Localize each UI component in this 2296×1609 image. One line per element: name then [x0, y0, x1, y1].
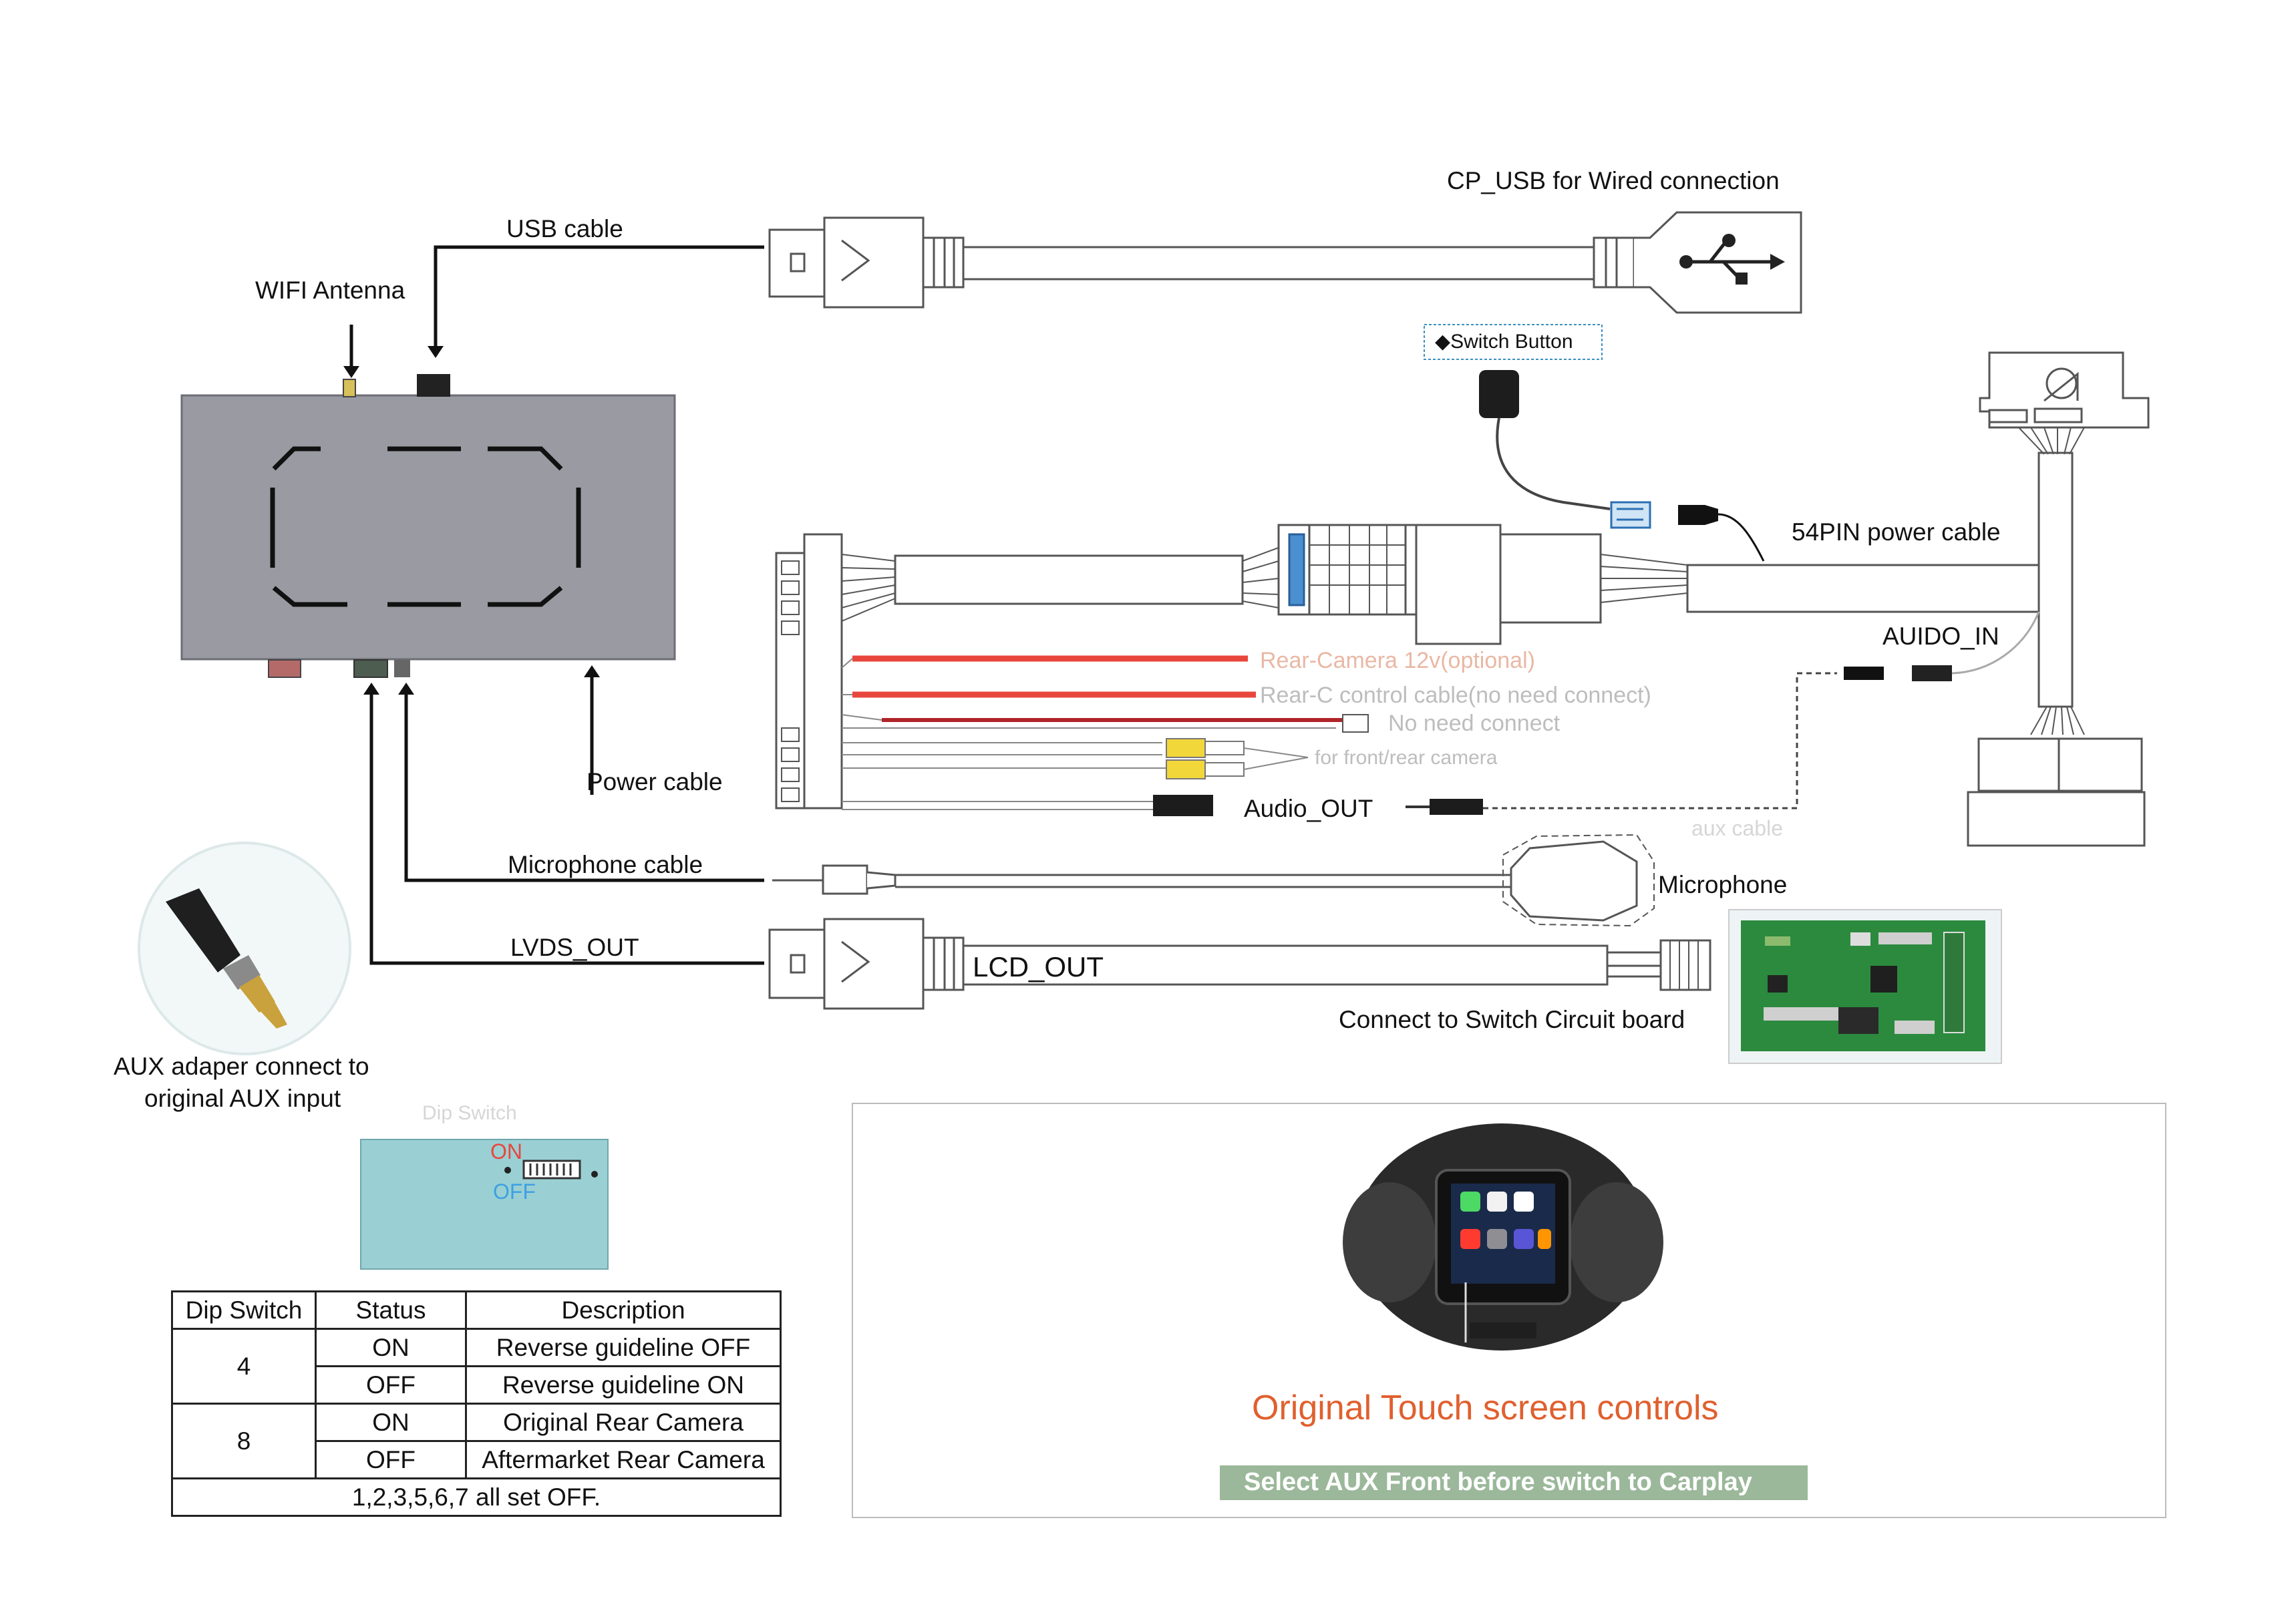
aux-adapter-image [138, 842, 351, 1055]
lvds-port [353, 659, 388, 678]
lcd-out-label: LCD_OUT [973, 951, 1104, 982]
cp-usb-label: CP_USB for Wired connection [1447, 167, 1780, 194]
header-status: Status [315, 1290, 467, 1330]
touch-controls-label: Original Touch screen controls [1252, 1389, 1719, 1427]
microphone-label: Microphone [1658, 871, 1788, 898]
on-label: ON [490, 1139, 522, 1164]
microphone-cable [772, 834, 1655, 927]
usb-cable [768, 211, 1802, 314]
header-dip-switch: Dip Switch [171, 1290, 317, 1330]
row-switch: 4 [171, 1328, 317, 1405]
usb-cable-label: USB cable [506, 215, 623, 242]
54pin-harness [775, 351, 2150, 847]
table-footer-row: 1,2,3,5,6,7 all set OFF. [171, 1477, 782, 1517]
microphone-cable-label: Microphone cable [508, 851, 703, 878]
lvds-cable [768, 918, 1711, 1010]
wifi-connector [343, 379, 356, 397]
rear-camera-12v-label: Rear-Camera 12v(optional) [1260, 648, 1535, 673]
table-row: OFF Aftermarket Rear Camera [172, 1440, 782, 1479]
mic-port [394, 660, 410, 677]
row-description: Reverse guideline OFF [465, 1328, 782, 1367]
audio-out-label: Audio_OUT [1244, 795, 1373, 822]
table-row: 4 ON Reverse guideline OFF [171, 1328, 782, 1405]
table-footer: 1,2,3,5,6,7 all set OFF. [171, 1477, 782, 1517]
usb-port [417, 374, 450, 397]
row-description: Reverse guideline ON [465, 1365, 782, 1405]
no-need-connect-label: No need connect [1388, 711, 1561, 736]
signal-wires [841, 611, 2040, 816]
dip-switch-table: Dip Switch Status Description 4 ON Rever… [171, 1290, 782, 1517]
lvds-out-label: LVDS_OUT [510, 934, 639, 961]
connect-switch-label: Connect to Switch Circuit board [1339, 1006, 1685, 1033]
interface-box [180, 374, 676, 678]
front-rear-camera-label: for front/rear camera [1315, 747, 1498, 769]
table-header-row: Dip Switch Status Description [171, 1290, 782, 1330]
aux-port [268, 659, 301, 678]
select-aux-label: Select AUX Front before switch to Carpla… [1244, 1468, 1752, 1496]
rear-c-control-label: Rear-C control cable(no need connect) [1260, 683, 1651, 708]
switch-button-cable [1424, 324, 1765, 562]
table-row: 8 ON Original Rear Camera [171, 1403, 782, 1479]
dip-switch-photo [360, 1139, 609, 1270]
table-row: OFF Reverse guideline ON [172, 1365, 782, 1405]
aux-adapter-line2: original AUX input [144, 1085, 341, 1112]
row-status: OFF [315, 1440, 467, 1479]
header-description: Description [465, 1290, 782, 1330]
aux-adapter-line1: AUX adaper connect to [114, 1053, 369, 1080]
row-status: OFF [315, 1365, 467, 1405]
power-cable-label: Power cable [587, 768, 723, 795]
row-description: Original Rear Camera [465, 1403, 782, 1442]
row-status: ON [315, 1403, 467, 1442]
switch-circuit-board [1728, 909, 2002, 1064]
off-label: OFF [493, 1180, 536, 1204]
row-switch: 8 [171, 1403, 317, 1479]
dip-switch-caption: Dip Switch [422, 1102, 517, 1124]
pin54-label: 54PIN power cable [1792, 518, 2001, 546]
row-status: ON [315, 1328, 467, 1367]
switch-button-label: ◆Switch Button [1435, 331, 1573, 353]
auido-in-label: AUIDO_IN [1882, 622, 1999, 650]
wifi-antenna-label: WIFI Antenna [255, 277, 405, 304]
aux-cable-label: aux cable [1691, 816, 1783, 840]
touch-screen-panel [852, 1103, 2166, 1518]
row-description: Aftermarket Rear Camera [465, 1440, 782, 1479]
